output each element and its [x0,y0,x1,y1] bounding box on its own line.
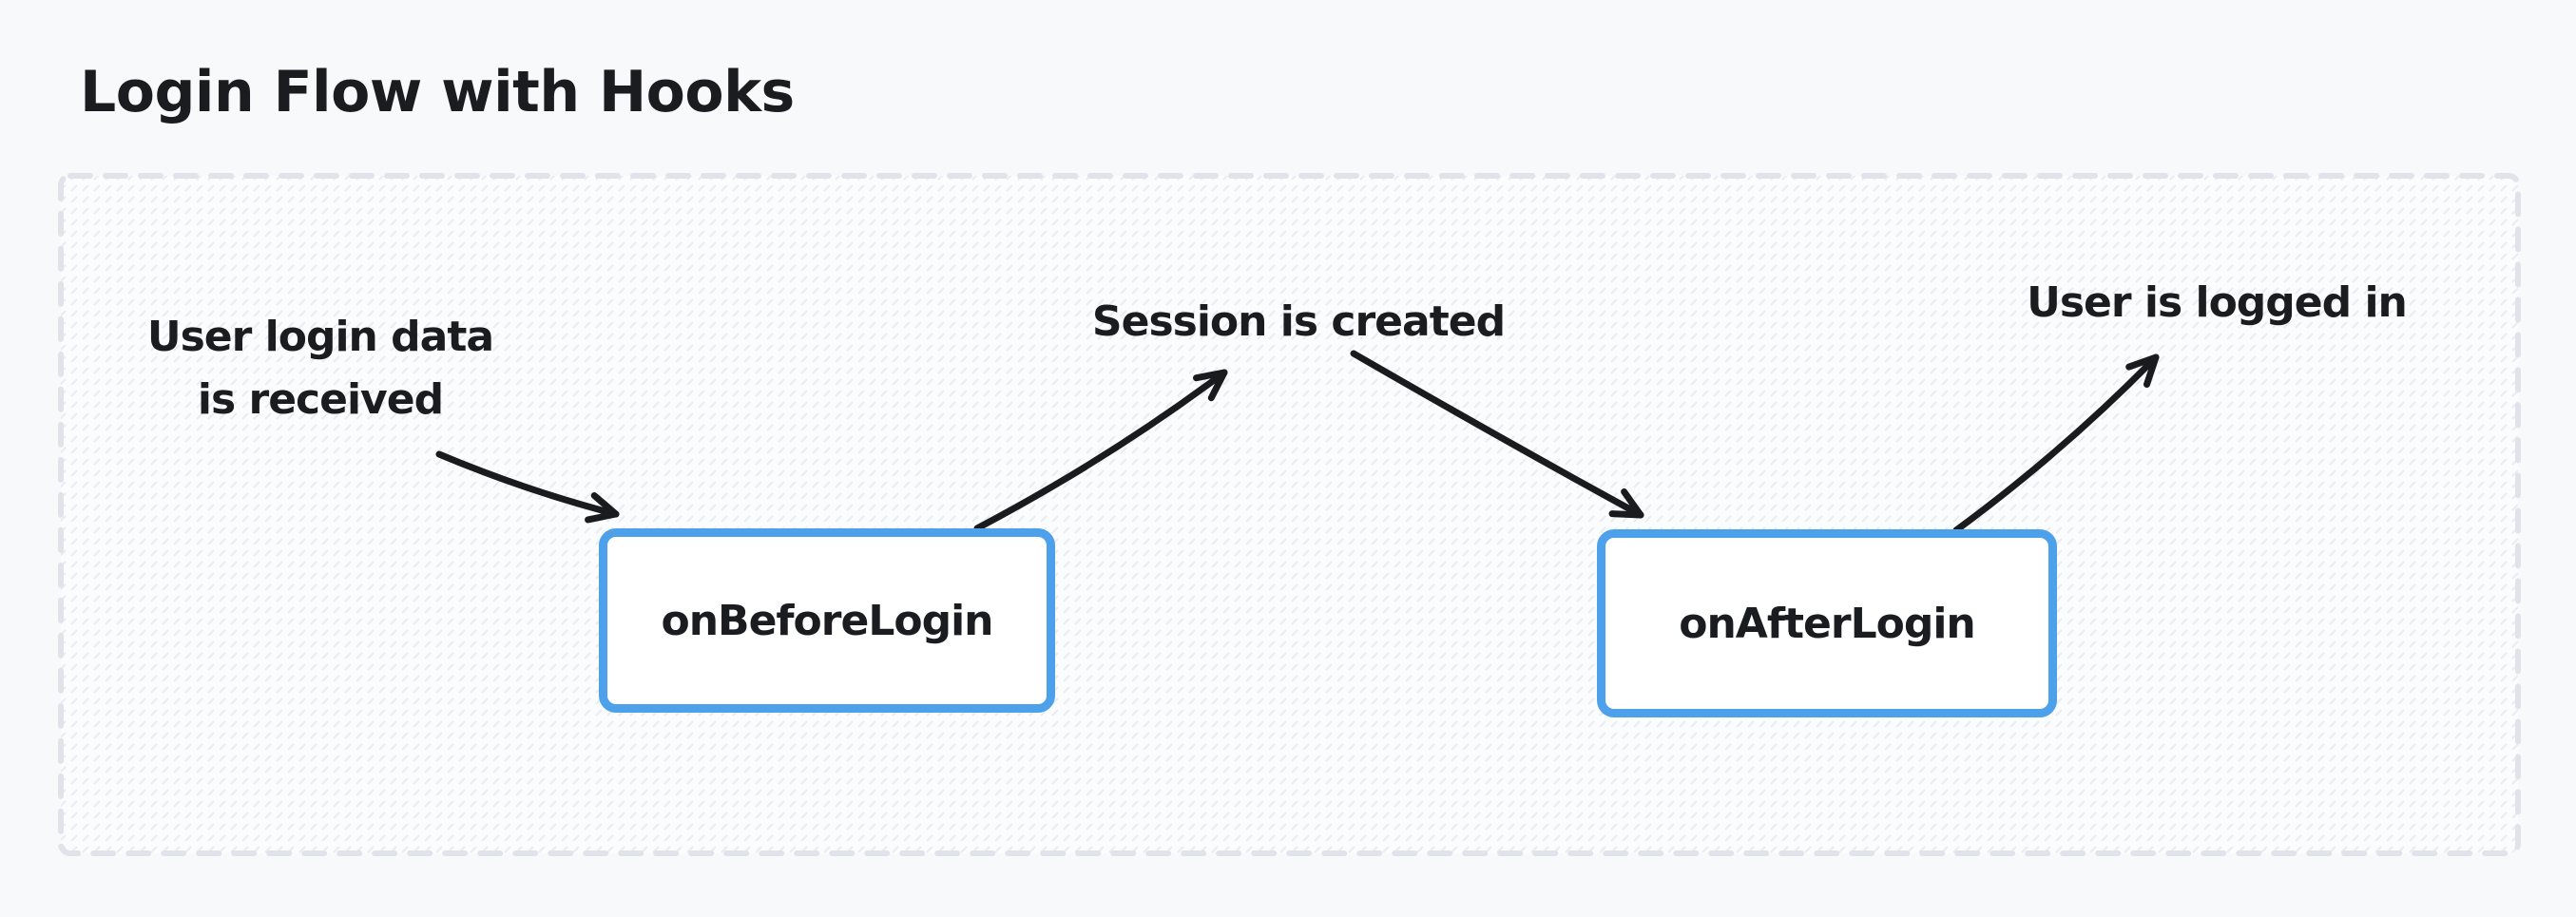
annotation-line-1: User login data [146,313,494,361]
node-onbeforelogin: onBeforeLogin [599,528,1055,713]
canvas-dashed-border [58,173,2521,856]
annotation-user-login-data: User login data is received [83,306,558,431]
node-onafterlogin: onAfterLogin [1597,529,2057,717]
annotation-line-2: is received [197,375,444,424]
arrow-login-data-to-onbeforelogin [435,450,620,524]
node-onafterlogin-label: onAfterLogin [1679,599,1975,648]
node-onbeforelogin-label: onBeforeLogin [661,596,993,645]
arrow-onafterlogin-to-user-logged-in [1952,353,2160,534]
diagram-title: Login Flow with Hooks [80,59,795,125]
arrow-onbeforelogin-to-session-created [973,369,1228,532]
arrow-session-created-to-onafterlogin [1350,350,1644,519]
annotation-user-logged-in: User is logged in [2027,278,2408,327]
annotation-session-created: Session is created [1091,297,1506,346]
